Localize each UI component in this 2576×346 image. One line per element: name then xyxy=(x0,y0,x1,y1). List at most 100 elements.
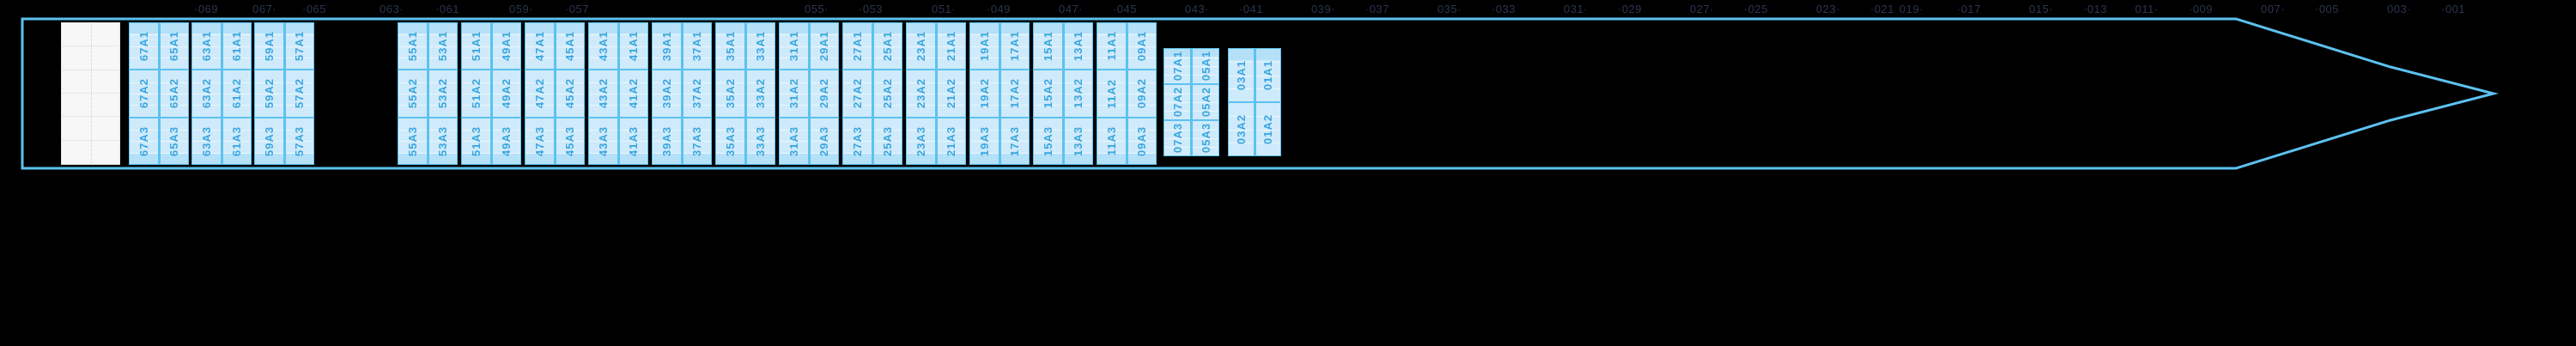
container-cell[interactable]: 29A1 xyxy=(809,22,839,70)
container-cell[interactable]: 29A2 xyxy=(809,70,839,118)
container-cell[interactable]: 55A3 xyxy=(398,117,428,165)
container-cell[interactable]: 03A2 xyxy=(1228,102,1255,156)
bay-label[interactable]: 043· xyxy=(1184,3,1210,15)
container-cell[interactable]: 43A2 xyxy=(588,70,618,118)
bay-label[interactable]: 011· xyxy=(2135,3,2159,15)
bay-label[interactable]: 023· xyxy=(1815,3,1841,15)
container-cell[interactable]: 37A3 xyxy=(682,117,712,165)
container-cell[interactable]: 17A2 xyxy=(999,70,1030,118)
container-cell[interactable]: 59A3 xyxy=(254,117,284,165)
bay-label[interactable]: ·053 xyxy=(858,3,884,15)
container-cell[interactable]: 35A2 xyxy=(715,70,745,118)
container-cell[interactable]: 25A2 xyxy=(872,70,902,118)
container-cell[interactable]: 51A3 xyxy=(461,117,491,165)
bay-label[interactable]: ·057 xyxy=(564,3,590,15)
container-cell[interactable]: 21A2 xyxy=(936,70,966,118)
container-cell[interactable]: 41A3 xyxy=(618,117,648,165)
container-cell[interactable]: 01A1 xyxy=(1255,48,1281,102)
container-cell[interactable]: 37A1 xyxy=(682,22,712,70)
container-cell[interactable]: 57A1 xyxy=(284,22,314,70)
container-cell[interactable]: 21A3 xyxy=(936,117,966,165)
container-cell[interactable]: 63A2 xyxy=(191,70,222,118)
container-cell[interactable]: 05A3 xyxy=(1192,120,1219,156)
container-cell[interactable]: 25A3 xyxy=(872,117,902,165)
container-cell[interactable]: 27A1 xyxy=(842,22,872,70)
container-cell[interactable]: 53A1 xyxy=(428,22,458,70)
container-cell[interactable]: 31A3 xyxy=(779,117,809,165)
container-cell[interactable]: 43A3 xyxy=(588,117,618,165)
bay-label[interactable]: ·045 xyxy=(1112,3,1138,15)
container-cell[interactable]: 49A1 xyxy=(491,22,521,70)
container-cell[interactable]: 09A2 xyxy=(1127,70,1157,118)
container-cell[interactable]: 01A2 xyxy=(1255,102,1281,156)
container-cell[interactable]: 61A2 xyxy=(222,70,252,118)
container-cell[interactable]: 49A3 xyxy=(491,117,521,165)
container-cell[interactable]: 47A2 xyxy=(525,70,555,118)
container-cell[interactable]: 15A2 xyxy=(1033,70,1063,118)
container-cell[interactable]: 61A3 xyxy=(222,117,252,165)
container-cell[interactable]: 61A1 xyxy=(222,22,252,70)
container-cell[interactable]: 45A1 xyxy=(555,22,585,70)
container-cell[interactable]: 47A1 xyxy=(525,22,555,70)
container-cell[interactable]: 29A3 xyxy=(809,117,839,165)
container-cell[interactable]: 15A3 xyxy=(1033,117,1063,165)
container-cell[interactable]: 03A1 xyxy=(1228,48,1255,102)
bay-label[interactable]: ·061 xyxy=(434,3,460,15)
container-cell[interactable]: 63A1 xyxy=(191,22,222,70)
bay-label[interactable]: ·021 xyxy=(1869,3,1895,15)
container-cell[interactable]: 05A1 xyxy=(1192,48,1219,84)
container-cell[interactable]: 09A1 xyxy=(1127,22,1157,70)
bay-label[interactable]: ·025 xyxy=(1743,3,1769,15)
bay-label[interactable]: ·001 xyxy=(2440,3,2466,15)
container-cell[interactable]: 59A2 xyxy=(254,70,284,118)
container-cell[interactable]: 11A3 xyxy=(1097,117,1127,165)
bay-label[interactable]: ·065 xyxy=(301,3,327,15)
container-cell[interactable]: 55A2 xyxy=(398,70,428,118)
container-cell[interactable]: 25A1 xyxy=(872,22,902,70)
bay-label[interactable]: 027· xyxy=(1689,3,1715,15)
container-cell[interactable]: 39A1 xyxy=(652,22,682,70)
container-cell[interactable]: 41A1 xyxy=(618,22,648,70)
container-cell[interactable]: 27A3 xyxy=(842,117,872,165)
container-cell[interactable]: 21A1 xyxy=(936,22,966,70)
container-cell[interactable]: 33A1 xyxy=(745,22,775,70)
container-cell[interactable]: 65A1 xyxy=(159,22,189,70)
container-cell[interactable]: 47A3 xyxy=(525,117,555,165)
container-cell[interactable]: 13A1 xyxy=(1063,22,1093,70)
container-cell[interactable]: 45A2 xyxy=(555,70,585,118)
container-cell[interactable]: 37A2 xyxy=(682,70,712,118)
container-cell[interactable]: 35A1 xyxy=(715,22,745,70)
container-cell[interactable]: 51A1 xyxy=(461,22,491,70)
hatch-cover-block[interactable] xyxy=(61,22,120,165)
container-cell[interactable]: 63A3 xyxy=(191,117,222,165)
container-cell[interactable]: 57A2 xyxy=(284,70,314,118)
container-cell[interactable]: 33A3 xyxy=(745,117,775,165)
